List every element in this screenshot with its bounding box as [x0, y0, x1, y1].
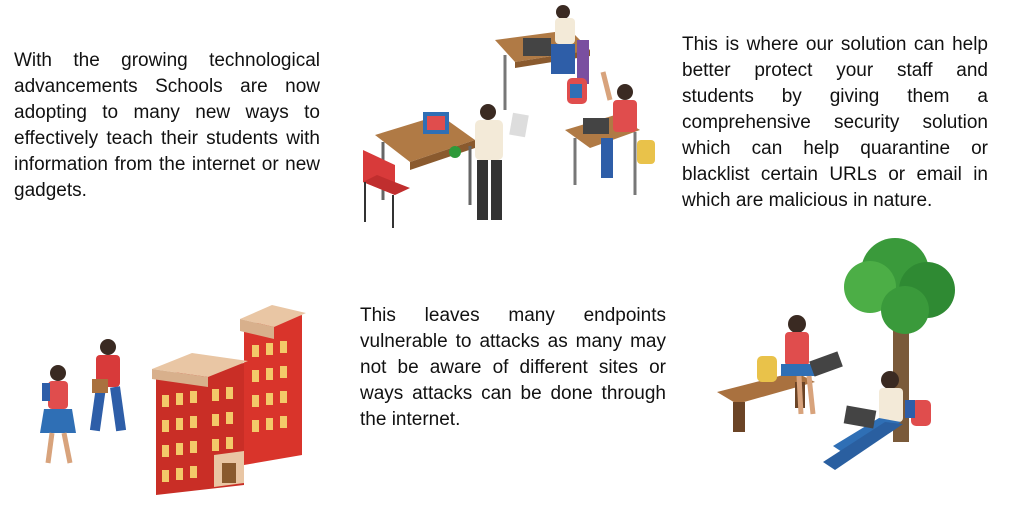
classroom-illustration [363, 5, 655, 228]
students-outdoor-illustration [717, 238, 955, 470]
students-walking-illustration [40, 339, 127, 464]
solution-paragraph: This is where our solution can help bett… [682, 34, 988, 211]
risk-paragraph: This leaves many endpoints vulnerable to… [360, 305, 666, 430]
school-building-illustration [152, 305, 306, 495]
intro-paragraph: With the growing technological advanceme… [14, 50, 320, 201]
